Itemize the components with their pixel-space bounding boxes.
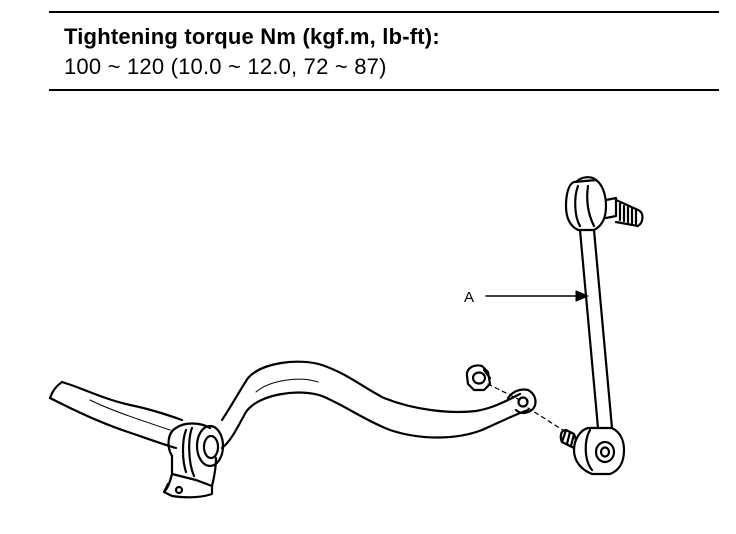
torque-spec-block: Tightening torque Nm (kgf.m, lb-ft): 100…: [64, 22, 440, 82]
link-lower-ball-joint: [559, 426, 626, 476]
link-upper-ball-joint: [564, 176, 644, 232]
nut: [465, 364, 492, 392]
header-top-rule: [49, 11, 719, 13]
stabilizer-bar-shading: [89, 378, 319, 431]
torque-spec-value: 100 ~ 120 (10.0 ~ 12.0, 72 ~ 87): [64, 54, 387, 79]
alignment-dashed-line: [487, 383, 567, 433]
stabilizer-bar-left-end: [48, 380, 64, 400]
stabilizer-bar-eye-hole: [517, 396, 529, 408]
stabilizer-bar-lower-edge: [48, 391, 530, 450]
callout-label-a: A: [464, 289, 474, 306]
torque-spec-title: Tightening torque Nm (kgf.m, lb-ft):: [64, 24, 440, 49]
stabilizer-bar-upper-edge: [60, 360, 522, 422]
header-bottom-rule: [49, 89, 719, 91]
stabilizer-bar-eye-end: [506, 388, 537, 415]
bushing-bracket-assembly: [162, 422, 225, 499]
link-shaft: [578, 228, 614, 430]
callout-arrowhead: [575, 290, 589, 302]
